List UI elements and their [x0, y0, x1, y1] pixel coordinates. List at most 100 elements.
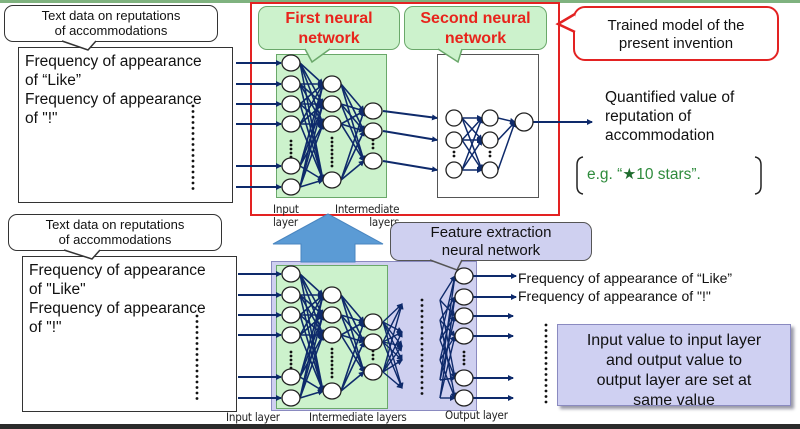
ellipsis-dot	[420, 392, 424, 395]
bottom-input-layer-label: Input layer	[226, 410, 280, 424]
bottom-input-textbox: Frequency of appearance of "Like" Freque…	[22, 256, 237, 412]
neuron-node	[454, 389, 474, 407]
ellipsis-dot	[195, 358, 199, 362]
bottom-intermediate-layers-label: Intermediate layers	[309, 410, 407, 424]
note-line: and output value to	[605, 352, 743, 369]
connection-arrow	[340, 103, 365, 113]
ellipsis-dot	[195, 347, 199, 351]
neuron-node	[481, 109, 499, 127]
neuron-node	[281, 178, 301, 196]
connection-arrow	[382, 130, 438, 143]
connection-arrow	[439, 335, 457, 399]
connection-arrow	[439, 296, 458, 399]
ellipsis-dot	[191, 121, 195, 124]
callout-line: Second neural	[420, 10, 531, 27]
note-line: same value	[633, 392, 715, 409]
neuron-node	[281, 115, 301, 133]
neuron-node	[454, 307, 474, 325]
connection-arrow	[382, 303, 404, 373]
ellipsis-dot	[544, 395, 548, 398]
neuron-node	[281, 368, 301, 386]
top-input-callout-tail	[61, 40, 97, 51]
callout-line: present invention	[618, 35, 734, 52]
ellipsis-dot	[195, 342, 199, 345]
connection-arrow	[382, 321, 403, 333]
ellipsis-dot	[544, 345, 548, 349]
ellipsis-dot	[195, 353, 199, 356]
connection-arrow	[382, 321, 403, 347]
input-item: Frequency of appearance	[29, 300, 206, 317]
neuron-node	[454, 288, 474, 306]
ellipsis-dot	[420, 331, 424, 335]
ellipsis-dot	[544, 400, 548, 404]
neuron-node	[481, 131, 499, 149]
big-up-arrow	[272, 213, 384, 263]
neuron-node	[363, 152, 383, 170]
ellipsis-dot	[191, 126, 195, 130]
connection-arrow	[340, 294, 366, 373]
connection-arrow	[340, 371, 365, 392]
connection-arrow	[382, 331, 403, 373]
neuron-node	[322, 95, 342, 113]
connection-arrow	[299, 334, 324, 392]
ellipsis-dot	[191, 148, 195, 152]
ellipsis-dot	[330, 367, 334, 371]
connection-arrow	[340, 130, 365, 181]
ellipsis-dot	[191, 181, 195, 185]
connection-arrow	[299, 62, 325, 181]
ellipsis-dot	[330, 363, 334, 367]
connection-arrow	[340, 314, 365, 324]
neuron-node	[281, 286, 301, 304]
neuron-node	[322, 382, 342, 400]
trained-model-frame	[250, 2, 560, 216]
ellipsis-dot	[420, 320, 424, 324]
neuron-node	[454, 327, 474, 345]
trained-callout-tail	[555, 12, 576, 34]
neuron-node	[281, 54, 301, 72]
ellipsis-dot	[289, 155, 293, 159]
example-text: e.g. “★10 stars”.	[587, 165, 701, 184]
callout-line: of accommodations	[58, 232, 172, 247]
ellipsis-dot	[420, 381, 424, 384]
ellipsis-dot	[195, 336, 199, 340]
ellipsis-dot	[191, 137, 195, 141]
input-item: Frequency of appearance	[25, 53, 202, 70]
ellipsis-dot	[289, 147, 293, 151]
neuron-node	[445, 109, 463, 127]
ellipsis-dot	[289, 358, 293, 362]
bottom-input-callout-tail	[63, 249, 101, 260]
label-line: Input	[273, 202, 299, 216]
ellipsis-dot	[191, 104, 195, 108]
ellipsis-dot	[195, 314, 199, 318]
ellipsis-dot	[544, 373, 548, 376]
ellipsis-dot	[371, 357, 375, 361]
neuron-node	[281, 306, 301, 324]
connection-arrow	[299, 62, 324, 85]
output-line: accommodation	[605, 127, 715, 144]
nodes-layer	[281, 54, 534, 407]
bottom-output-exclaim: Frequency of appearance of "!"	[518, 288, 711, 304]
ellipsis-dot	[289, 362, 293, 366]
first-callout-tail	[304, 48, 331, 64]
connection-arrow	[299, 389, 324, 399]
callout-line: Text data on reputations	[45, 217, 185, 232]
connection-arrow	[299, 83, 324, 125]
ellipsis-dot	[191, 187, 195, 190]
input-item: Frequency of appearance	[29, 262, 206, 279]
connection-arrow	[299, 103, 325, 188]
connection-arrow	[299, 123, 324, 181]
connection-arrow	[439, 339, 456, 379]
ellipsis-dot	[289, 350, 293, 354]
ellipsis-dot	[420, 348, 424, 351]
callout-line: network	[298, 30, 360, 47]
ellipsis-dot	[488, 154, 492, 158]
input-item: of "Like"	[29, 281, 86, 298]
connection-arrow	[299, 273, 324, 296]
ellipsis-dot	[452, 150, 456, 154]
ellipsis-dot	[191, 154, 195, 157]
neuron-node	[445, 161, 463, 179]
ellipsis-dot	[195, 325, 199, 329]
neuron-node	[322, 326, 342, 344]
top-border	[0, 0, 800, 3]
ellipsis-dot	[330, 140, 334, 144]
